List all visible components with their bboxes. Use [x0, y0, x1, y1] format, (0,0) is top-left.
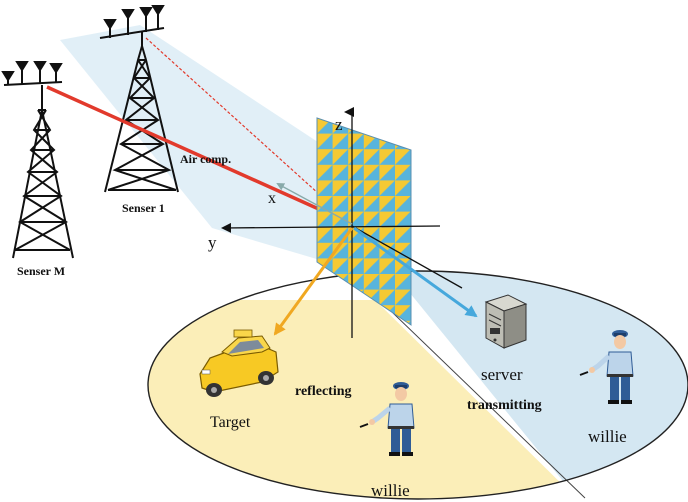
label-server: server [481, 365, 523, 384]
label-air-comp: Air comp. [180, 152, 231, 166]
police-officer-icon-front [359, 382, 415, 456]
label-transmitting: transmitting [467, 398, 542, 413]
label-willie-right: willie [588, 427, 627, 446]
label-reflecting: reflecting [295, 384, 352, 399]
label-axis-y: y [208, 233, 217, 252]
label-target: Target [210, 414, 251, 431]
coordinate-axes [221, 107, 463, 338]
ris-panel-icon [316, 117, 412, 326]
coverage-beam [60, 25, 330, 260]
transmit-arrow [353, 226, 478, 318]
label-senser-m: Senser M [17, 264, 65, 278]
air-comp-arrow-senser-m [46, 85, 354, 226]
air-comp-arrow-senser-1 [145, 37, 352, 224]
label-axis-z: z [335, 115, 343, 134]
label-axis-x: x [268, 190, 276, 207]
police-officer-icon-right [579, 330, 634, 404]
taxi-car-icon [199, 329, 279, 397]
label-senser-1: Senser 1 [122, 201, 165, 215]
reflect-arrow [273, 227, 354, 336]
label-willie-front: willie [371, 481, 410, 500]
server-icon [484, 294, 528, 349]
tower-senser-m-icon [1, 61, 74, 259]
tower-senser-1-icon [99, 5, 179, 193]
